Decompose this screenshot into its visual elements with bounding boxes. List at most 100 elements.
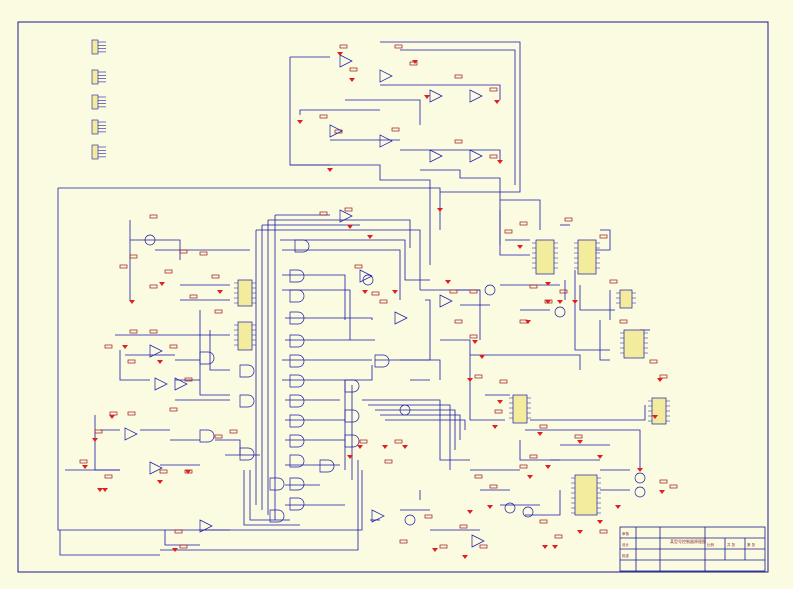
logic-gate [289,311,305,325]
ic-chip [577,239,597,275]
connector-body [91,144,99,160]
passive-component [539,519,548,524]
power-arrow [472,340,478,344]
power-arrow [157,480,163,484]
transistor [522,506,534,518]
passive-component [164,269,173,274]
passive-component [169,407,178,412]
logic-gate [344,379,360,393]
op-amp [149,461,163,475]
power-arrow [545,465,551,469]
passive-component [494,409,503,414]
power-arrow [497,400,503,404]
power-arrow [657,378,663,382]
passive-component [149,284,158,289]
power-arrow [542,545,548,549]
power-arrow [467,378,473,382]
logic-gate [239,394,255,408]
passive-component [229,429,238,434]
op-amp [371,509,385,523]
logic-gate-layer [124,54,646,548]
drawing-border [17,21,769,573]
passive-component [149,329,158,334]
op-amp [429,149,443,163]
passive-component [659,479,668,484]
power-arrow [552,545,558,549]
title-block: 某型号控制器原理图 审核 设计 批准 比例 共 张 第 张 [619,526,766,572]
passive-component [454,319,463,324]
passive-component [79,459,88,464]
passive-component [104,474,113,479]
power-arrow [424,95,430,99]
title-block-cell-sheets: 共 张 [727,542,736,547]
title-block-cell-review: 审核 [622,531,630,536]
passive-component [349,67,358,72]
power-arrow [217,290,223,294]
passive-component [649,359,658,364]
passive-component [439,544,448,549]
passive-component [469,334,478,339]
op-amp [379,69,393,83]
title-block-title: 某型号控制器原理图 [670,538,706,544]
passive-component [214,309,223,314]
passive-component [564,217,573,222]
power-arrow [349,78,355,82]
logic-gate [289,454,305,468]
ic-chip [574,474,598,516]
transistor [554,306,566,318]
passive-component [449,289,458,294]
passive-component [489,484,498,489]
power-arrow [652,415,658,419]
power-arrow [615,505,621,509]
title-block-cell-scale: 比例 [707,542,715,547]
power-arrow [572,300,578,304]
title-block-cell-design: 设计 [622,542,630,547]
power-arrow [102,488,108,492]
connector-body [91,94,99,110]
power-arrow [362,290,368,294]
ic-chip [237,321,253,351]
passive-component [184,377,193,382]
passive-component [454,74,463,79]
op-amp [429,89,443,103]
passive-component [127,411,136,416]
transistor [404,514,416,526]
wire-network [57,41,650,556]
power-arrow [637,468,643,472]
connector-body [91,39,99,55]
passive-component [179,544,188,549]
power-arrow [497,160,503,164]
op-amp [469,149,483,163]
op-amp [124,427,138,441]
passive-component [529,284,538,289]
passive-component [359,439,368,444]
power-arrow [432,548,438,552]
power-arrow [437,208,443,212]
power-arrow [327,168,333,172]
logic-gate [289,497,305,511]
power-arrow [412,60,418,64]
ic-chip [237,279,253,307]
op-amp [174,377,188,391]
passive-component [354,264,363,269]
op-amp [471,534,485,548]
power-arrow [347,225,353,229]
power-arrow [337,52,343,56]
passive-component [199,251,208,256]
passive-component [344,207,353,212]
passive-component [459,524,468,529]
transistor [144,234,156,246]
power-arrow [157,360,163,364]
logic-gate [344,409,360,423]
logic-gate [319,459,335,473]
power-arrow [659,490,665,494]
logic-gate [374,354,390,368]
transistor [504,502,516,514]
power-arrow [545,282,551,286]
ic-chip [619,289,633,309]
connector-body [91,119,99,135]
passive-component [474,474,483,479]
power-arrow [479,355,485,359]
passive-component [599,234,608,239]
passive-component [211,274,220,279]
